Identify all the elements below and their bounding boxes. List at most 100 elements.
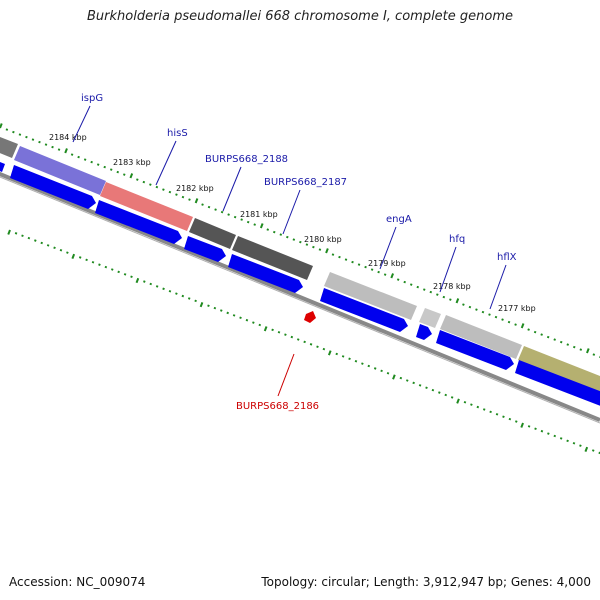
- minor-tick: [104, 265, 108, 269]
- cds-arrow[interactable]: [515, 360, 600, 408]
- minor-tick: [21, 234, 24, 237]
- cds-arrow[interactable]: [0, 158, 5, 172]
- feature-burps668-2188[interactable]: [189, 218, 236, 249]
- minor-tick: [143, 280, 146, 283]
- minor-tick: [233, 215, 237, 219]
- ruler-label: 2182 kbp: [176, 184, 214, 193]
- minor-tick: [383, 273, 387, 276]
- minor-tick: [502, 415, 505, 418]
- minor-tick: [232, 314, 236, 317]
- minor-tick: [444, 393, 448, 397]
- minor-tick: [335, 352, 338, 356]
- feature-hflX[interactable]: [440, 315, 522, 359]
- minor-tick: [572, 441, 576, 445]
- minor-tick: [412, 381, 415, 385]
- minor-tick: [77, 155, 80, 159]
- major-tick: [129, 173, 134, 179]
- feature-engA[interactable]: [324, 272, 417, 320]
- minor-tick: [559, 437, 563, 440]
- ruler-label: 2180 kbp: [304, 235, 342, 244]
- minor-tick: [468, 305, 472, 309]
- minor-tick: [57, 148, 61, 151]
- minor-tick: [475, 308, 478, 311]
- minor-tick: [271, 328, 274, 332]
- major-tick: [259, 223, 264, 229]
- minor-tick: [579, 348, 583, 351]
- major-tick: [456, 398, 460, 404]
- minor-tick: [40, 241, 43, 245]
- minor-tick: [305, 243, 309, 246]
- highlight-marker[interactable]: [304, 311, 316, 323]
- cds-arrow[interactable]: [320, 288, 408, 332]
- minor-tick: [322, 347, 326, 351]
- minor-tick: [90, 160, 93, 164]
- feature-hfq[interactable]: [419, 308, 441, 328]
- minor-tick: [591, 449, 595, 452]
- cds-arrow[interactable]: [184, 236, 226, 262]
- gene-label-ispG[interactable]: ispG: [81, 93, 103, 104]
- minor-tick: [309, 343, 313, 346]
- minor-tick: [83, 158, 87, 161]
- minor-tick: [331, 253, 335, 256]
- major-tick: [327, 350, 332, 356]
- cds-arrow[interactable]: [228, 254, 303, 293]
- minor-tick: [110, 268, 114, 271]
- minor-tick: [284, 333, 287, 336]
- minor-tick: [59, 248, 63, 252]
- gene-label-burps668-2187[interactable]: BURPS668_2187: [264, 177, 347, 188]
- minor-tick: [219, 309, 223, 312]
- minor-tick: [96, 163, 100, 166]
- minor-tick: [142, 180, 146, 184]
- map-title: Burkholderia pseudomallei 668 chromosome…: [86, 9, 514, 24]
- major-tick: [7, 229, 11, 235]
- gene-label-burps668-2188[interactable]: BURPS668_2188: [205, 154, 288, 165]
- gene-label-hisS[interactable]: hisS: [167, 128, 188, 139]
- feature-gene-right[interactable]: [518, 346, 600, 394]
- minor-tick: [226, 311, 229, 315]
- gene-label-hfq[interactable]: hfq: [449, 234, 465, 245]
- minor-tick: [91, 261, 95, 264]
- feature-track: [0, 135, 600, 394]
- minor-tick: [364, 265, 367, 269]
- minor-tick: [117, 270, 120, 274]
- minor-tick: [188, 198, 191, 201]
- major-tick: [325, 248, 329, 254]
- feature-hisS[interactable]: [100, 182, 193, 231]
- gene-label-burps668-2186[interactable]: BURPS668_2186: [236, 401, 319, 412]
- minor-tick: [476, 405, 480, 409]
- minor-tick: [341, 355, 345, 358]
- feature-ispG[interactable]: [14, 146, 106, 195]
- minor-tick: [38, 140, 41, 144]
- ruler-label: 2183 kbp: [113, 158, 151, 167]
- feature-gene-left[interactable]: [0, 135, 18, 158]
- minor-tick: [245, 318, 249, 322]
- major-tick: [263, 326, 268, 332]
- gene-label-engA[interactable]: engA: [386, 214, 412, 225]
- cds-arrow[interactable]: [10, 165, 96, 209]
- minor-tick: [495, 413, 499, 416]
- cds-arrow[interactable]: [436, 330, 514, 370]
- minor-tick: [51, 145, 54, 149]
- minor-tick: [207, 304, 210, 307]
- major-tick: [390, 273, 394, 279]
- minor-tick: [403, 280, 406, 284]
- gene-label-hflX[interactable]: hflX: [497, 252, 517, 263]
- major-tick: [586, 348, 590, 354]
- backbone-shadow: [0, 176, 600, 424]
- ruler-label: 2178 kbp: [433, 282, 471, 291]
- minor-tick: [462, 303, 465, 306]
- minor-tick: [540, 429, 544, 433]
- ruler-label: 2177 kbp: [498, 304, 536, 313]
- minor-tick: [187, 297, 191, 300]
- minor-tick: [207, 205, 211, 209]
- minor-tick: [292, 238, 296, 241]
- minor-tick: [175, 193, 178, 196]
- cds-arrow[interactable]: [95, 200, 182, 244]
- minor-tick: [494, 315, 498, 319]
- feature-burps668-2187[interactable]: [232, 236, 313, 280]
- minor-tick: [252, 321, 255, 324]
- minor-tick: [46, 244, 50, 247]
- cds-arrow[interactable]: [416, 324, 432, 340]
- minor-tick: [527, 425, 531, 428]
- minor-tick: [109, 168, 113, 171]
